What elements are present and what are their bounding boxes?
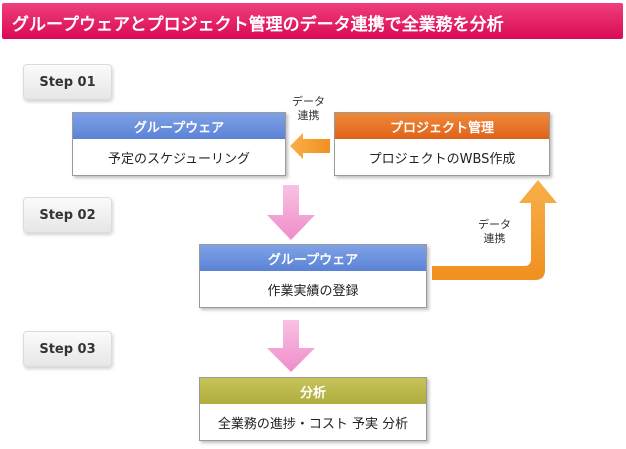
data-link-note-top-line1: データ xyxy=(292,95,325,108)
title-bar: グループウェアとプロジェクト管理のデータ連携で全業務を分析 xyxy=(2,3,623,39)
project-management-box: プロジェクト管理 プロジェクトのWBS作成 xyxy=(334,112,550,176)
analysis-header: 分析 xyxy=(200,378,426,404)
groupware-results-box: グループウェア 作業実績の登録 xyxy=(199,244,427,308)
step-01-label: Step 01 xyxy=(23,64,112,100)
flow-arrow-down-2 xyxy=(267,320,315,372)
data-link-note-top: データ 連携 xyxy=(292,95,325,123)
project-management-body: プロジェクトのWBS作成 xyxy=(368,151,516,167)
data-link-arrow-up xyxy=(432,180,557,280)
flow-arrow-down-1 xyxy=(267,185,315,240)
groupware-schedule-box: グループウェア 予定のスケジューリング xyxy=(72,112,286,176)
step-02-label: Step 02 xyxy=(23,197,112,233)
data-link-note-mid-line2: 連携 xyxy=(483,232,506,245)
project-management-header: プロジェクト管理 xyxy=(335,113,549,139)
data-link-note-mid-line1: データ xyxy=(478,218,511,231)
data-link-note-mid: データ 連携 xyxy=(478,218,511,246)
data-link-note-top-line2: 連携 xyxy=(297,109,320,122)
step-03-label: Step 03 xyxy=(23,331,112,367)
analysis-box: 分析 全業務の進捗・コスト 予実 分析 xyxy=(199,377,427,441)
groupware-schedule-header: グループウェア xyxy=(73,113,285,139)
groupware-results-body: 作業実績の登録 xyxy=(267,283,359,299)
groupware-schedule-body: 予定のスケジューリング xyxy=(107,151,251,167)
groupware-results-header: グループウェア xyxy=(200,245,426,271)
data-link-arrow-left xyxy=(290,133,330,159)
page-title: グループウェアとプロジェクト管理のデータ連携で全業務を分析 xyxy=(12,15,504,35)
analysis-body: 全業務の進捗・コスト 予実 分析 xyxy=(217,416,409,432)
